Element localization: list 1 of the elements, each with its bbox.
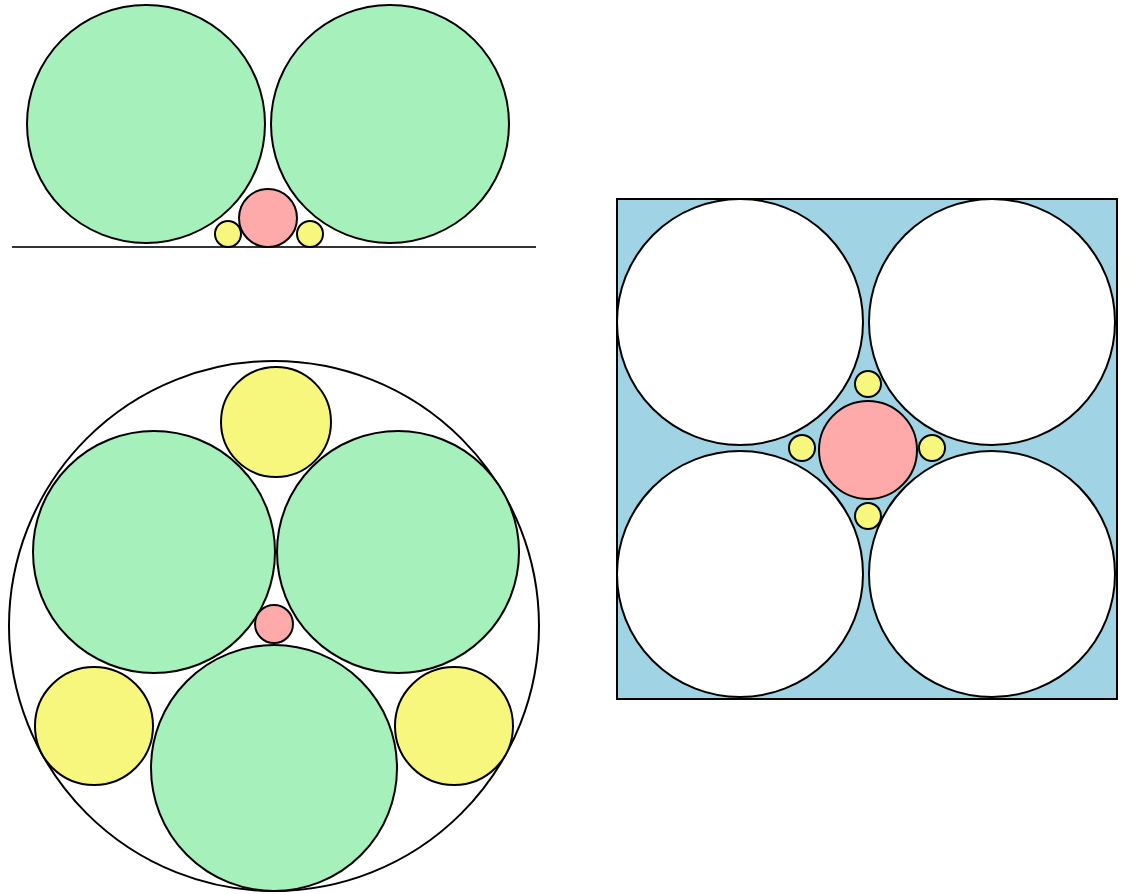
square xyxy=(616,197,1118,699)
